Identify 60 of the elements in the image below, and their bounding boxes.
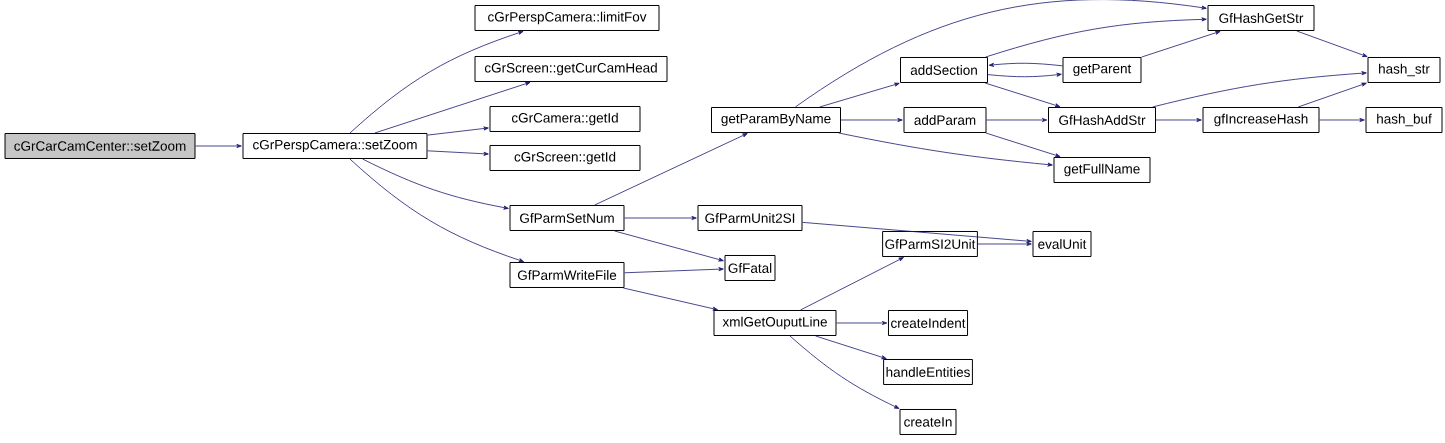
function-box: getParamByName xyxy=(711,107,841,133)
function-box: GfHashGetStr xyxy=(1207,5,1315,31)
arrow xyxy=(1141,30,1221,58)
arrow xyxy=(836,321,888,325)
arrow xyxy=(987,72,1062,78)
arrow xyxy=(594,133,748,206)
function-box: getParent xyxy=(1062,57,1142,83)
arrow xyxy=(427,126,489,136)
arrow xyxy=(349,30,524,134)
function-box: cGrScreen::getId xyxy=(489,145,641,171)
function-box: cGrPerspCamera::setZoom xyxy=(242,133,428,159)
arrow xyxy=(800,257,904,311)
function-box: cGrPerspCamera::limitFov xyxy=(474,5,660,31)
function-box: cGrCamera::getId xyxy=(489,106,641,132)
function-box: handleEntities xyxy=(883,359,973,385)
arrow xyxy=(362,158,509,210)
function-box: GfParmWriteFile xyxy=(509,262,625,288)
function-box: createIndent xyxy=(888,310,969,336)
arrow xyxy=(802,221,1032,244)
function-box: gfIncreaseHash xyxy=(1202,107,1320,133)
arrow xyxy=(427,150,489,156)
arrow xyxy=(622,287,718,311)
arrow xyxy=(1297,82,1367,108)
function-box: hash_str xyxy=(1367,57,1441,83)
arrow xyxy=(195,144,242,148)
arrow xyxy=(794,0,1207,108)
arrow xyxy=(988,62,1063,67)
arrow xyxy=(349,158,524,263)
function-box: createIn xyxy=(899,409,957,435)
arrow xyxy=(1152,71,1367,108)
arrow xyxy=(819,82,900,108)
function-box: hash_buf xyxy=(1365,107,1443,133)
arrow xyxy=(838,132,1053,167)
arrow xyxy=(985,17,1207,58)
function-box: getFullName xyxy=(1053,157,1151,183)
function-box: GfParmSetNum xyxy=(509,205,625,231)
function-box: addSection xyxy=(900,57,988,83)
arrow xyxy=(840,117,903,122)
function-box: GfParmSI2Unit xyxy=(882,231,978,257)
arrow xyxy=(624,216,697,220)
arrow xyxy=(624,267,724,274)
arrow xyxy=(986,117,1048,122)
function-box: evalUnit xyxy=(1032,231,1092,257)
arrow xyxy=(614,230,724,262)
function-box: cGrScreen::getCurCamHead xyxy=(474,56,668,82)
arrow xyxy=(374,81,531,134)
function-box: GfHashAddStr xyxy=(1048,107,1156,133)
arrow xyxy=(1155,117,1202,122)
function-box: addParam xyxy=(903,107,987,133)
function-box: xmlGetOuputLine xyxy=(713,310,837,336)
function-box: cGrCarCamCenter::setZoom xyxy=(4,133,196,159)
arrow xyxy=(789,335,900,409)
arrow xyxy=(985,132,1061,158)
function-box: GfParmUnit2SI xyxy=(697,205,803,231)
arrow xyxy=(1319,117,1365,122)
function-box: GfFatal xyxy=(724,255,776,281)
arrow xyxy=(984,82,1061,108)
arrow xyxy=(815,335,887,360)
arrow xyxy=(1296,30,1368,57)
arrow xyxy=(977,242,1032,246)
